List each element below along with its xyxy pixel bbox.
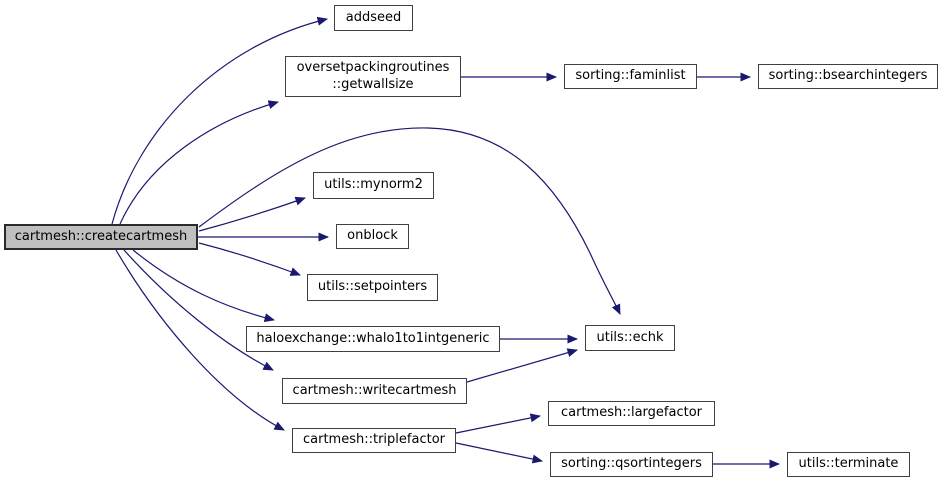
edge-createcartmesh-writecartmesh xyxy=(123,249,274,371)
edge-triplefactor-largefactor xyxy=(455,413,541,434)
node-addseed[interactable]: addseed xyxy=(334,5,413,31)
node-onblock[interactable]: onblock xyxy=(336,224,409,249)
node-terminate[interactable]: utils::terminate xyxy=(787,452,910,477)
edge-triplefactor-qsortintegers xyxy=(455,442,543,464)
node-faminlist[interactable]: sorting::faminlist xyxy=(564,64,697,89)
node-writecartmesh[interactable]: cartmesh::writecartmesh xyxy=(282,378,467,404)
edge-createcartmesh-mynorm2 xyxy=(198,196,306,232)
node-echk[interactable]: utils::echk xyxy=(585,325,675,351)
edge-createcartmesh-whalo1to1intgeneric xyxy=(132,249,275,323)
edge-createcartmesh-addseed xyxy=(111,16,328,225)
edge-createcartmesh-setpointers xyxy=(198,242,301,276)
node-setpointers[interactable]: utils::setpointers xyxy=(307,274,438,301)
node-getwallsize[interactable]: oversetpackingroutines ::getwallsize xyxy=(285,56,461,97)
node-largefactor[interactable]: cartmesh::largefactor xyxy=(548,401,715,426)
node-whalo1to1intgeneric[interactable]: haloexchange::whalo1to1intgeneric xyxy=(246,326,500,352)
edge-createcartmesh-getwallsize xyxy=(119,100,279,225)
edge-createcartmesh-triplefactor xyxy=(115,249,285,431)
node-createcartmesh: cartmesh::createcartmesh xyxy=(4,224,198,250)
node-qsortintegers[interactable]: sorting::qsortintegers xyxy=(550,452,713,477)
node-bsearchintegers[interactable]: sorting::bsearchintegers xyxy=(758,64,938,89)
node-triplefactor[interactable]: cartmesh::triplefactor xyxy=(292,428,456,453)
node-mynorm2[interactable]: utils::mynorm2 xyxy=(313,172,434,199)
edge-writecartmesh-echk xyxy=(466,348,578,383)
edge-createcartmesh-echk xyxy=(198,127,621,315)
